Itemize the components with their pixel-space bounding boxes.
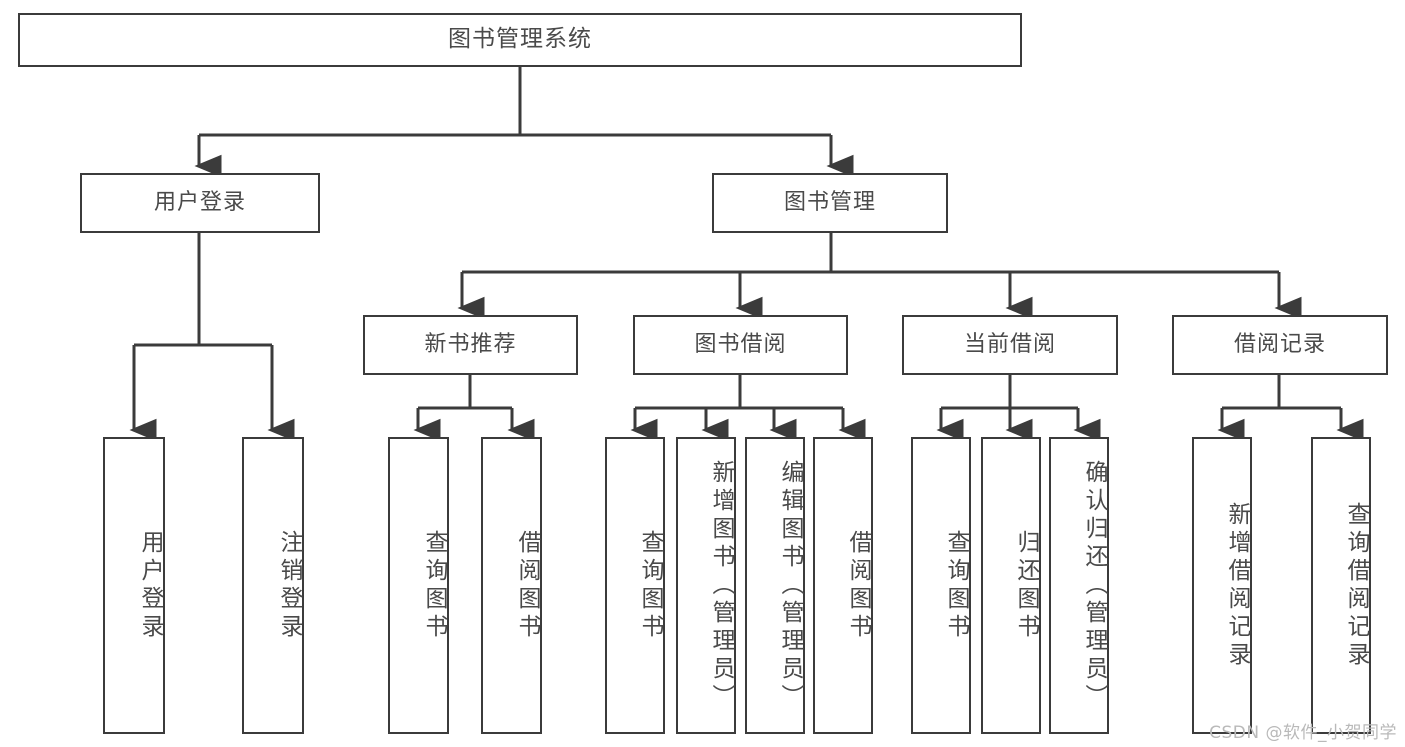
leaf-record-add-record[interactable]: 新增借阅记录 <box>1192 437 1252 734</box>
leaf-borrow-borrow-book-label: 借阅图书 <box>845 529 871 642</box>
node-root[interactable]: 图书管理系统 <box>18 13 1022 67</box>
node-book-borrow-label: 图书借阅 <box>694 332 787 358</box>
node-new-book-recommend-label: 新书推荐 <box>424 332 517 358</box>
node-borrow-record-label: 借阅记录 <box>1233 332 1326 358</box>
node-user-login-label: 用户登录 <box>153 190 246 216</box>
leaf-user-login-logout-label: 注销登录 <box>276 529 302 642</box>
leaf-borrow-edit-book-label: 编辑图书（管理员） <box>777 459 803 712</box>
node-root-label: 图书管理系统 <box>448 26 592 53</box>
leaf-current-query-book-label: 查询图书 <box>943 529 969 642</box>
leaf-recommend-query-book-label: 查询图书 <box>421 529 447 642</box>
leaf-current-confirm-return[interactable]: 确认归还（管理员） <box>1049 437 1109 734</box>
node-new-book-recommend[interactable]: 新书推荐 <box>363 315 578 375</box>
leaf-borrow-add-book[interactable]: 新增图书（管理员） <box>676 437 736 734</box>
leaf-user-login-login-label: 用户登录 <box>137 529 163 642</box>
leaf-recommend-query-book[interactable]: 查询图书 <box>388 437 449 734</box>
node-book-management-label: 图书管理 <box>783 190 876 216</box>
leaf-current-return-book-label: 归还图书 <box>1013 529 1039 642</box>
leaf-record-add-record-label: 新增借阅记录 <box>1224 501 1250 670</box>
leaf-current-confirm-return-label: 确认归还（管理员） <box>1081 459 1107 712</box>
leaf-borrow-add-book-label: 新增图书（管理员） <box>708 459 734 712</box>
leaf-recommend-borrow-book-label: 借阅图书 <box>514 529 540 642</box>
node-current-borrow-label: 当前借阅 <box>963 332 1056 358</box>
node-book-borrow[interactable]: 图书借阅 <box>633 315 848 375</box>
leaf-recommend-borrow-book[interactable]: 借阅图书 <box>481 437 542 734</box>
leaf-record-query-record-label: 查询借阅记录 <box>1343 501 1369 670</box>
watermark: CSDN @软件_小贺同学 <box>1209 723 1397 743</box>
leaf-borrow-query-book-label: 查询图书 <box>637 529 663 642</box>
leaf-borrow-query-book[interactable]: 查询图书 <box>605 437 665 734</box>
leaf-user-login-logout[interactable]: 注销登录 <box>242 437 304 734</box>
leaf-current-query-book[interactable]: 查询图书 <box>911 437 971 734</box>
node-book-management[interactable]: 图书管理 <box>712 173 948 233</box>
leaf-borrow-borrow-book[interactable]: 借阅图书 <box>813 437 873 734</box>
node-borrow-record[interactable]: 借阅记录 <box>1172 315 1388 375</box>
leaf-record-query-record[interactable]: 查询借阅记录 <box>1311 437 1371 734</box>
leaf-user-login-login[interactable]: 用户登录 <box>103 437 165 734</box>
node-user-login[interactable]: 用户登录 <box>80 173 320 233</box>
leaf-current-return-book[interactable]: 归还图书 <box>981 437 1041 734</box>
leaf-borrow-edit-book[interactable]: 编辑图书（管理员） <box>745 437 805 734</box>
node-current-borrow[interactable]: 当前借阅 <box>902 315 1118 375</box>
